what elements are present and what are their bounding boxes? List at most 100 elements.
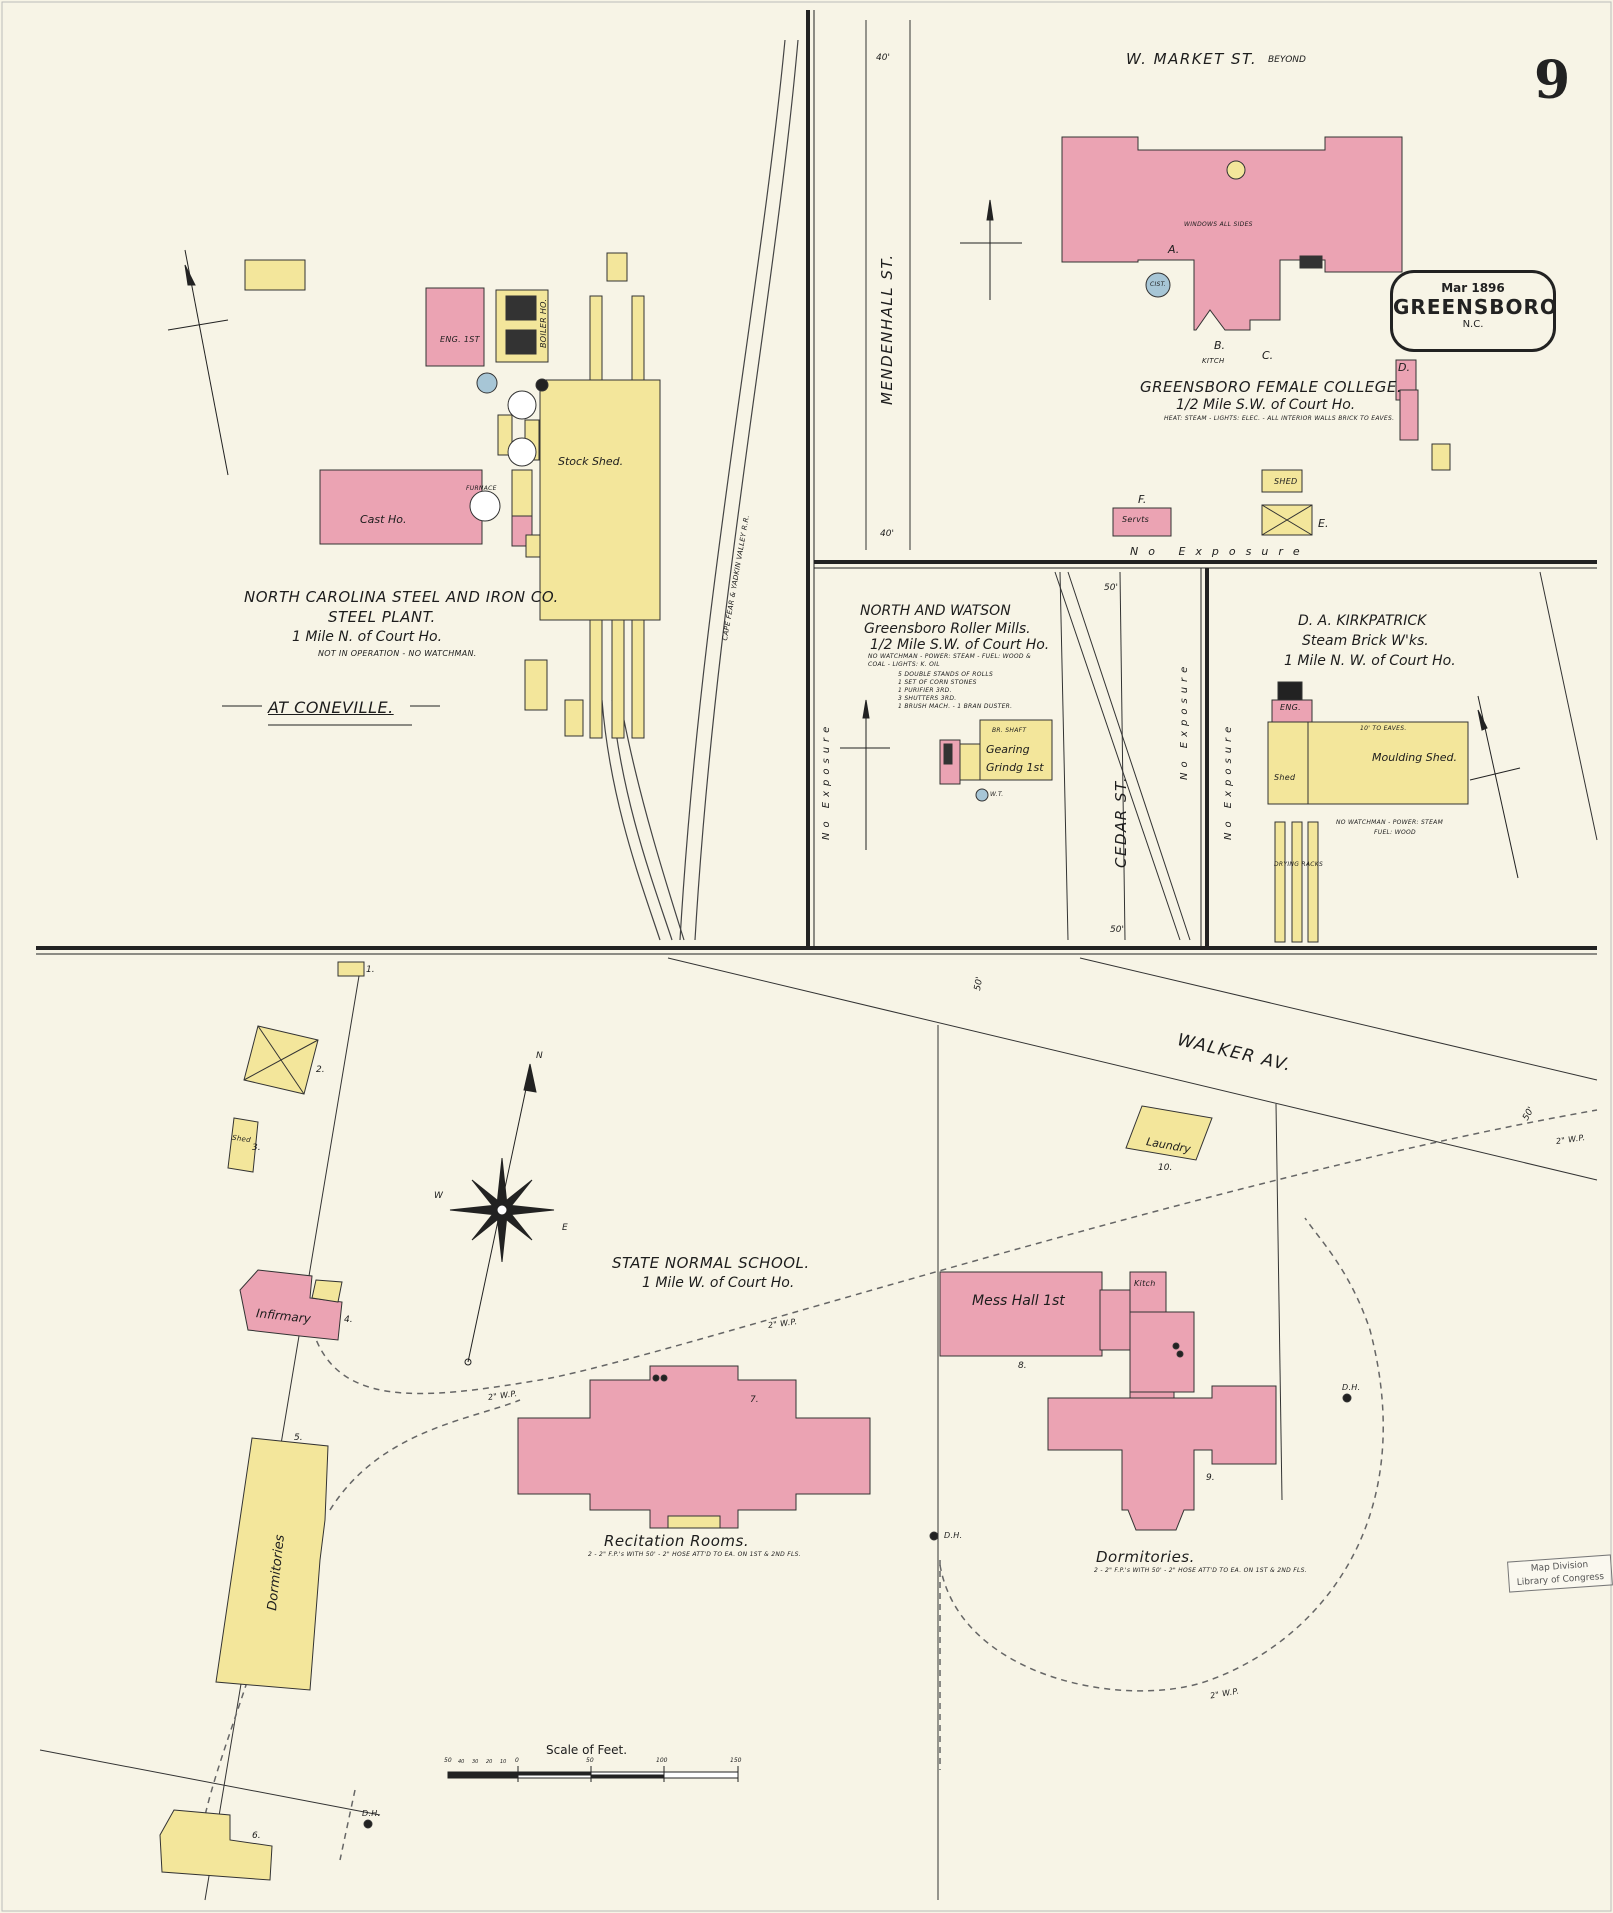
steel-plant-note: NOT IN OPERATION - NO WATCHMAN. bbox=[318, 649, 477, 658]
dh-label-2: D.H. bbox=[944, 1531, 963, 1540]
roller-note-3: 5 DOUBLE STANDS OF ROLLS bbox=[898, 671, 994, 678]
brick-works-distance: 1 Mile N. W. of Court Ho. bbox=[1284, 653, 1456, 669]
roller-note-6: 3 SHUTTERS 3RD. bbox=[898, 695, 957, 702]
brick-works-subtitle: Steam Brick W'ks. bbox=[1302, 633, 1429, 649]
street-mendenhall: MENDENHALL ST. bbox=[878, 253, 896, 405]
college-kitch-label: KITCH bbox=[1202, 357, 1225, 365]
eng-label: ENG. 1ST bbox=[440, 335, 480, 344]
roller-mills-title: NORTH AND WATSON bbox=[860, 603, 1011, 619]
moulding-shed-label: Moulding Shed. bbox=[1372, 751, 1457, 764]
windows-label: WINDOWS ALL SIDES bbox=[1184, 221, 1253, 228]
female-college-distance: 1/2 Mile S.W. of Court Ho. bbox=[1176, 397, 1356, 413]
sheet-number: 9 bbox=[1534, 50, 1571, 111]
college-ref-e: E. bbox=[1318, 517, 1329, 530]
female-college-note: HEAT: STEAM - LIGHTS: ELEC. - ALL INTERI… bbox=[1164, 415, 1395, 422]
scale-tick-0: 0 bbox=[515, 1757, 519, 1764]
ref-num-8: 8. bbox=[1018, 1361, 1027, 1371]
female-college-title: GREENSBORO FEMALE COLLEGE. bbox=[1140, 378, 1403, 396]
bin-shaft-label: BR. SHAFT bbox=[992, 727, 1027, 734]
scale-tick-30: 30 bbox=[472, 1759, 479, 1765]
dormitories-note: 2 - 2" F.P.'s WITH 50' - 2" HOSE ATT'D T… bbox=[1094, 1567, 1307, 1574]
cast-ho-label: Cast Ho. bbox=[360, 513, 407, 526]
brick-shed-label: Shed bbox=[1274, 773, 1296, 782]
brick-note-2: FUEL: WOOD bbox=[1374, 829, 1416, 836]
scale-tick-50: 50 bbox=[586, 1757, 594, 1764]
normal-school-distance: 1 Mile W. of Court Ho. bbox=[642, 1275, 795, 1291]
ref-num-10: 10. bbox=[1158, 1163, 1173, 1173]
college-ref-d: D. bbox=[1398, 361, 1410, 374]
roller-note-5: 1 PURIFIER 3RD. bbox=[898, 687, 952, 694]
scale-tick-50-left: 50 bbox=[444, 1757, 452, 1764]
scale-title: Scale of Feet. bbox=[546, 1743, 628, 1757]
dh-label-3: D.H. bbox=[362, 1809, 381, 1818]
ref-num-7: 7. bbox=[750, 1395, 759, 1405]
width-50-top: 50' bbox=[1104, 583, 1118, 593]
scale-tick-40: 40 bbox=[458, 1759, 465, 1765]
scale-tick-150: 150 bbox=[730, 1757, 742, 1764]
mess-hall-label: Mess Hall 1st bbox=[972, 1293, 1065, 1309]
brick-note-1: NO WATCHMAN - POWER: STEAM bbox=[1336, 819, 1444, 826]
roller-mills-distance: 1/2 Mile S.W. of Court Ho. bbox=[870, 637, 1050, 653]
no-exposure-roller-west: No Exposure bbox=[821, 721, 832, 840]
scale-tick-100: 100 bbox=[656, 1757, 668, 1764]
ref-num-3: 3. bbox=[252, 1143, 261, 1153]
roller-note-7: 1 BRUSH MACH. - 1 BRAN DUSTER. bbox=[898, 703, 1013, 710]
normal-school-title: STATE NORMAL SCHOOL. bbox=[612, 1254, 810, 1272]
ref-num-6: 6. bbox=[252, 1831, 261, 1841]
steel-plant-title: NORTH CAROLINA STEEL AND IRON CO. bbox=[244, 588, 559, 606]
compass-e: E bbox=[562, 1223, 568, 1233]
college-ref-a: A. bbox=[1168, 243, 1180, 256]
ref-num-5: 5. bbox=[294, 1433, 303, 1443]
boiler-label: BOILER HO. bbox=[539, 298, 548, 348]
compass-n: N bbox=[536, 1051, 543, 1061]
no-exposure-top: No Exposure bbox=[1130, 545, 1310, 558]
gearing-label: Gearing bbox=[986, 743, 1030, 756]
scale-tick-20: 20 bbox=[486, 1759, 493, 1765]
ref-num-1: 1. bbox=[366, 965, 375, 975]
stamp-date: Mar 1896 bbox=[1441, 281, 1505, 295]
ref-num-9: 9. bbox=[1206, 1473, 1215, 1483]
street-w-market: W. MARKET ST. bbox=[1126, 50, 1258, 68]
college-ref-b: B. bbox=[1214, 339, 1226, 352]
steel-plant-subtitle: STEEL PLANT. bbox=[328, 608, 436, 626]
cist-label: CIST. bbox=[1150, 281, 1167, 288]
furnace-label: FURNACE bbox=[466, 485, 497, 492]
street-cedar: CEDAR ST. bbox=[1112, 775, 1130, 868]
brick-works-title: D. A. KIRKPATRICK bbox=[1298, 613, 1427, 629]
roller-note-2: COAL - LIGHTS: K. OIL bbox=[868, 661, 940, 668]
roller-note-4: 1 SET OF CORN STONES bbox=[898, 679, 977, 686]
dh-label-1: D.H. bbox=[1342, 1383, 1361, 1392]
servts-label: Servts bbox=[1122, 515, 1150, 524]
drying-racks-label: DRYING RACKS bbox=[1274, 861, 1324, 868]
brick-eng-label: ENG. bbox=[1280, 703, 1301, 712]
grinding-label: Grindg 1st bbox=[986, 761, 1044, 774]
width-40-bottom: 40' bbox=[880, 529, 894, 539]
stock-shed-label: Stock Shed. bbox=[558, 455, 624, 468]
roller-note-1: NO WATCHMAN - POWER: STEAM - FUEL: WOOD … bbox=[868, 653, 1032, 660]
steel-plant-location: AT CONEVILLE. bbox=[268, 698, 394, 717]
stamp-city: GREENSBORO bbox=[1393, 295, 1558, 319]
no-exposure-brick: No Exposure bbox=[1223, 721, 1234, 840]
compass-w: W bbox=[434, 1191, 443, 1201]
ref-num-2: 2. bbox=[316, 1065, 325, 1075]
street-w-market-beyond: BEYOND bbox=[1268, 55, 1306, 65]
recitation-label: Recitation Rooms. bbox=[604, 1532, 750, 1550]
college-shed-label: SHED bbox=[1274, 477, 1298, 486]
width-40-top: 40' bbox=[876, 53, 890, 63]
roller-mills-subtitle: Greensboro Roller Mills. bbox=[864, 621, 1031, 637]
stamp-state: N.C. bbox=[1462, 319, 1484, 330]
college-ref-c: C. bbox=[1262, 349, 1274, 362]
normal-kitch-label: Kitch bbox=[1134, 1279, 1156, 1288]
dormitories-label: Dormitories. bbox=[1096, 1548, 1195, 1566]
wt-label: W.T. bbox=[990, 791, 1004, 798]
scale-tick-10: 10 bbox=[500, 1759, 507, 1765]
steel-plant-distance: 1 Mile N. of Court Ho. bbox=[292, 629, 443, 645]
no-exposure-roller-east: No Exposure bbox=[1179, 661, 1190, 780]
to-eaves-label: 10' TO EAVES. bbox=[1360, 725, 1407, 732]
width-50-bottom: 50' bbox=[1110, 925, 1124, 935]
college-ref-f: F. bbox=[1138, 493, 1147, 506]
ref-num-4: 4. bbox=[344, 1315, 353, 1325]
recitation-note: 2 - 2" F.P.'s WITH 50' - 2" HOSE ATT'D T… bbox=[588, 1551, 801, 1558]
